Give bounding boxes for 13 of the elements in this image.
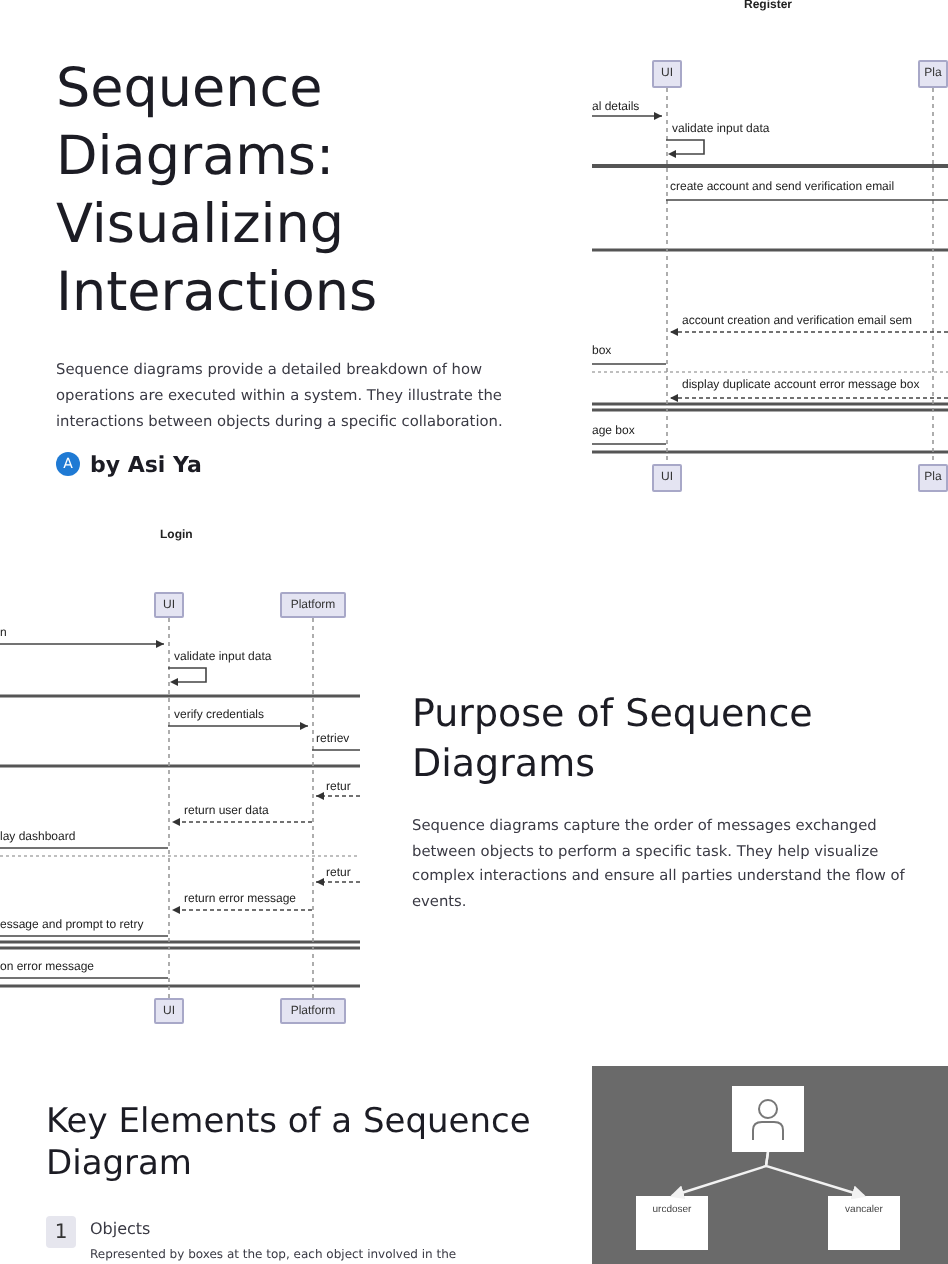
person-box	[732, 1086, 804, 1152]
number-badge: 1	[46, 1216, 76, 1248]
author-name: by Asi Ya	[90, 452, 202, 478]
arrow	[764, 1151, 867, 1200]
lifeline	[932, 87, 934, 465]
section-heading: Purpose of Sequence Diagrams	[412, 690, 815, 790]
lifeline	[666, 87, 668, 465]
section-heading: Key Elements of a Sequence Diagram	[46, 1102, 533, 1186]
item-title: Objects	[90, 1220, 153, 1240]
lifeline	[168, 617, 170, 999]
lifeline	[312, 617, 314, 999]
title: Sequence Diagrams: Visualizing Interactions	[56, 56, 380, 328]
diagram-panel	[592, 1066, 948, 1264]
